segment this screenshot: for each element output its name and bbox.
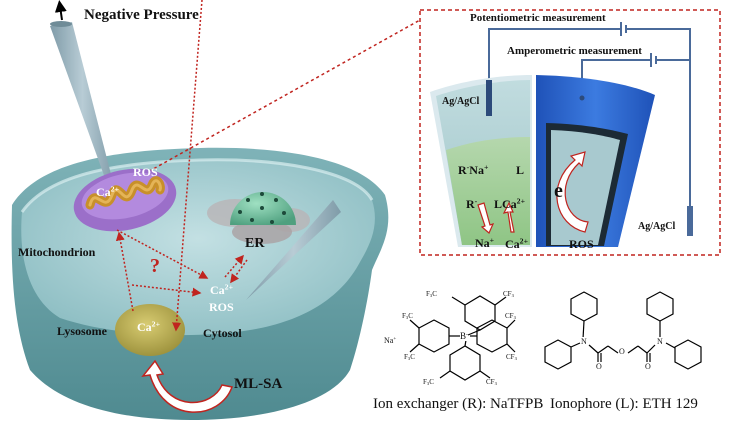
r-na-label: R-Na+ — [458, 162, 489, 177]
ref-electrode-right — [687, 206, 693, 236]
ion-exchanger-caption: Ion exchanger (R): NaTFPB — [373, 396, 544, 412]
ether-oxygen-label: O — [619, 347, 625, 356]
negative-pressure-arrow-icon — [54, 0, 67, 21]
cf3-label: F3C — [423, 378, 434, 386]
cf3-label: CF3 — [506, 353, 517, 361]
ion-exchange-arrows — [477, 201, 515, 234]
zoom-connector-line — [111, 19, 421, 193]
r-minus-label: R- — [466, 196, 478, 211]
potentiometric-electrode — [430, 75, 532, 247]
amperometric-label: Amperometric measurement — [507, 45, 642, 57]
sensor-ros-label: ROS — [569, 237, 594, 251]
mitochondrion — [73, 168, 177, 232]
nitrogen-label-right: N — [657, 337, 663, 346]
na-counter-ion-label: Na+ — [384, 336, 397, 345]
endoplasmic-reticulum — [207, 192, 310, 244]
negative-pressure-label: Negative Pressure — [84, 7, 199, 23]
mitochondrion-label: Mitochondrion — [18, 245, 96, 259]
ml-sa-arrow-icon — [141, 359, 234, 413]
cytosol-ros-label: ROS — [209, 300, 234, 314]
lyso-ca-label: Ca2+ — [137, 319, 161, 334]
electron-label: e — [554, 180, 563, 202]
signaling-arrows — [115, 0, 248, 332]
natfpb-structure — [409, 295, 516, 381]
ml-sa-label: ML-SA — [234, 376, 283, 392]
cytosol-label: Cytosol — [203, 326, 242, 340]
question-mark-label: ? — [150, 255, 160, 277]
cf3-label: CF3 — [503, 290, 514, 298]
electron-transfer-arrow-icon — [556, 151, 589, 233]
er-label: ER — [245, 236, 265, 251]
cf3-label: F3C — [404, 353, 415, 361]
sensor-zoom-frame — [419, 9, 721, 256]
ag-agcl-right-label: Ag/AgCl — [638, 221, 676, 232]
ca-out-label: Ca2+ — [505, 236, 529, 251]
ag-agcl-left-label: Ag/AgCl — [442, 96, 480, 107]
micropipette-right — [246, 200, 341, 300]
boron-label: B- — [460, 331, 468, 341]
cytosol-ca-label: Ca2+ — [210, 282, 234, 297]
cell-body — [11, 147, 389, 421]
mito-ca-label: Ca2+ — [96, 184, 120, 199]
micropipette-left — [50, 21, 115, 192]
na-out-label: Na+ — [475, 235, 495, 250]
carbonyl-oxygen-label-right: O — [645, 362, 651, 371]
ligand-label: L — [516, 163, 525, 177]
lysosome — [115, 304, 185, 356]
nitrogen-label-left: N — [581, 337, 587, 346]
cf3-label: F3C — [426, 290, 437, 298]
carbonyl-oxygen-label-left: O — [596, 362, 602, 371]
cf3-label: CF3 — [486, 378, 497, 386]
lca-label: LCa2+ — [494, 196, 526, 211]
cf3-label: CF3 — [505, 312, 516, 320]
ionophore-caption: Ionophore (L): ETH 129 — [550, 396, 698, 412]
cf3-label: F3C — [402, 312, 413, 320]
eth129-structure — [544, 291, 702, 370]
potentiometric-label: Potentiometric measurement — [470, 12, 606, 24]
mito-ros-label: ROS — [133, 165, 158, 179]
lysosome-label: Lysosome — [57, 324, 108, 338]
